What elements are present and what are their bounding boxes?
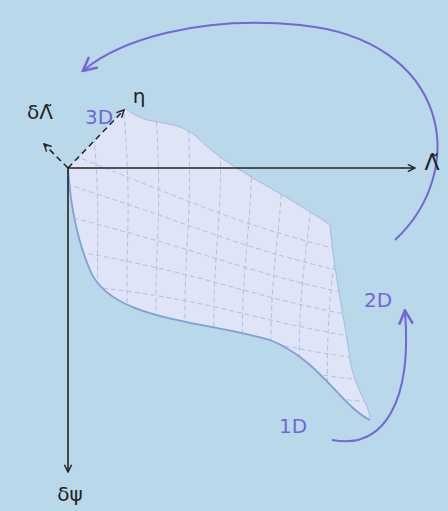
grid-line xyxy=(101,354,380,383)
axis xyxy=(68,167,415,169)
grid-line xyxy=(327,90,348,440)
grid-line xyxy=(114,412,380,423)
surface-edge xyxy=(68,168,370,420)
axis-label: δΛ̃ xyxy=(27,102,53,122)
arrow-arc xyxy=(84,23,437,240)
arrow-arc xyxy=(332,312,406,441)
dimension-label: 3D xyxy=(85,107,113,127)
surface-edge xyxy=(125,108,370,420)
grid-line xyxy=(214,90,221,440)
axis xyxy=(67,168,69,472)
grid-line xyxy=(122,90,137,440)
axis-label: η xyxy=(133,86,146,106)
grid-line xyxy=(299,90,316,440)
dimension-label: 1D xyxy=(279,416,307,436)
dimension-label: 2D xyxy=(364,290,392,310)
axis-dashed xyxy=(44,144,68,168)
grid-line xyxy=(155,90,165,440)
grid-line xyxy=(271,90,284,440)
axis-label: δψ xyxy=(57,484,82,504)
grid-line xyxy=(185,90,192,440)
grid-line xyxy=(67,184,380,280)
surface-grid xyxy=(60,90,380,440)
grid-line xyxy=(87,286,380,342)
axis-label: Λ̃ xyxy=(424,152,439,174)
grid-line xyxy=(94,320,380,362)
grid-line xyxy=(242,90,251,440)
surface xyxy=(68,108,370,420)
